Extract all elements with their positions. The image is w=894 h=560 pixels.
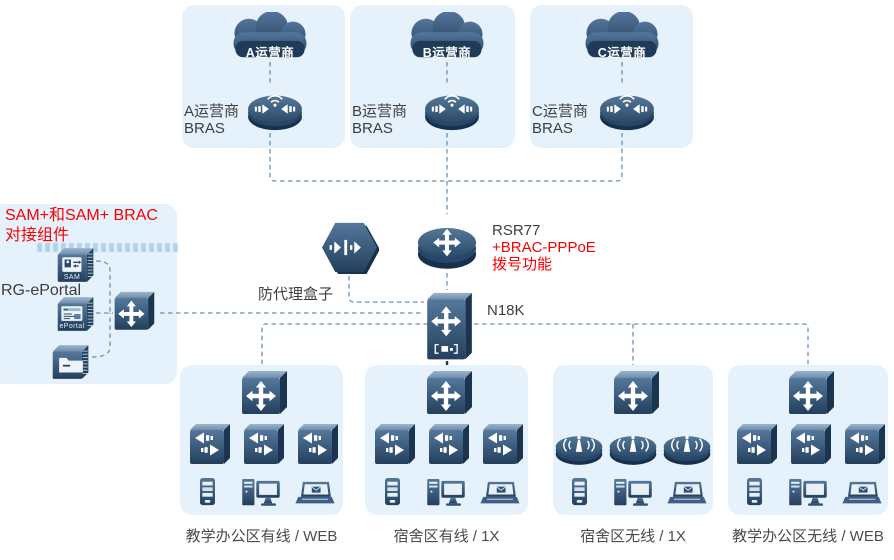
- access-switch-icon: [187, 423, 233, 465]
- sam-brac-title: SAM+和SAM+ BRAC 对接组件: [5, 206, 158, 246]
- zone-label: 教学办公区无线 / WEB: [732, 528, 884, 545]
- zone-label: 教学办公区有线 / WEB: [185, 528, 338, 545]
- zone-group-wired-office: 教学办公区有线 / WEB: [180, 365, 343, 560]
- desktop-icon: [613, 478, 653, 508]
- laptop-icon: [480, 481, 520, 508]
- bras-label-line2: BRAS: [352, 120, 393, 137]
- access-switch-icon: [426, 423, 472, 465]
- bras-label-line2: BRAS: [532, 120, 573, 137]
- n18k-label: N18K: [487, 302, 525, 319]
- rsr77-label: RSR77: [492, 222, 541, 239]
- access-switch-icon: [295, 423, 341, 465]
- watermark: [37, 243, 178, 252]
- bras-router-icon: [246, 84, 304, 134]
- rsr77-router-icon: [416, 216, 478, 273]
- bras-router-icon: [598, 84, 656, 134]
- wireless-ap-icon: [607, 425, 659, 467]
- distribution-switch-icon: [423, 370, 475, 420]
- phone-icon: [198, 477, 217, 507]
- distribution-switch-icon: [238, 370, 290, 420]
- zone-group-wired-dorm: 宿舍区有线 / 1X: [365, 365, 528, 560]
- access-switch-icon: [241, 423, 287, 465]
- laptop-icon: [842, 481, 882, 508]
- bras-label: C运营商 BRAS: [532, 103, 588, 137]
- desktop-icon: [241, 478, 281, 508]
- laptop-icon: [295, 481, 335, 508]
- bras-label-line1: A运营商: [184, 103, 240, 120]
- access-switch-icon: [788, 423, 834, 465]
- anti-proxy-hexagon-icon: [320, 220, 379, 275]
- anti-proxy-label: 防代理盒子: [258, 286, 334, 303]
- access-switch-icon: [734, 423, 780, 465]
- eportal-server-label: ePortal: [59, 323, 85, 330]
- distribution-switch-icon: [785, 370, 837, 420]
- desktop-icon: [788, 478, 828, 508]
- core-switch-icon: [111, 291, 157, 335]
- laptop-icon: [667, 481, 707, 508]
- phone-icon: [570, 477, 589, 507]
- zone-group-wireless-office: 教学办公区无线 / WEB: [728, 365, 888, 560]
- cloud-label: A运营商: [245, 46, 295, 60]
- zone-label: 宿舍区无线 / 1X: [580, 528, 686, 545]
- sam-server-label: SAM: [63, 274, 81, 281]
- zone-label: 宿舍区有线 / 1X: [393, 528, 500, 545]
- access-switch-icon: [842, 423, 888, 465]
- bras-router-icon: [423, 84, 481, 134]
- desktop-icon: [426, 478, 466, 508]
- bras-label: B运营商 BRAS: [352, 103, 407, 137]
- phone-icon: [383, 477, 402, 507]
- sam-brac-title-line1: SAM+和SAM+ BRAC: [5, 207, 158, 224]
- wireless-ap-icon: [661, 425, 713, 467]
- rsr77-sub2: 拨号功能: [492, 256, 553, 273]
- wireless-ap-icon: [553, 425, 605, 467]
- cloud-label: C运营商: [597, 46, 647, 60]
- access-switch-icon: [372, 423, 418, 465]
- rsr77-sub1: +BRAC-PPPoE: [492, 239, 596, 256]
- n18k-switch-icon: [423, 290, 477, 366]
- access-switch-icon: [480, 423, 526, 465]
- bras-label-line1: B运营商: [352, 103, 408, 120]
- cloud-label: B运营商: [422, 46, 472, 60]
- bras-label-line2: BRAS: [184, 120, 225, 137]
- folder-icon: [50, 344, 92, 381]
- bras-label-line1: C运营商: [532, 103, 588, 120]
- phone-icon: [745, 477, 764, 507]
- rg-eportal-label: RG-ePortal: [1, 282, 82, 299]
- sam-brac-title-line2: 对接组件: [5, 227, 70, 244]
- zone-group-wireless-dorm: 宿舍区无线 / 1X: [553, 365, 713, 560]
- distribution-switch-icon: [610, 370, 662, 420]
- bras-label: A运营商 BRAS: [184, 103, 239, 137]
